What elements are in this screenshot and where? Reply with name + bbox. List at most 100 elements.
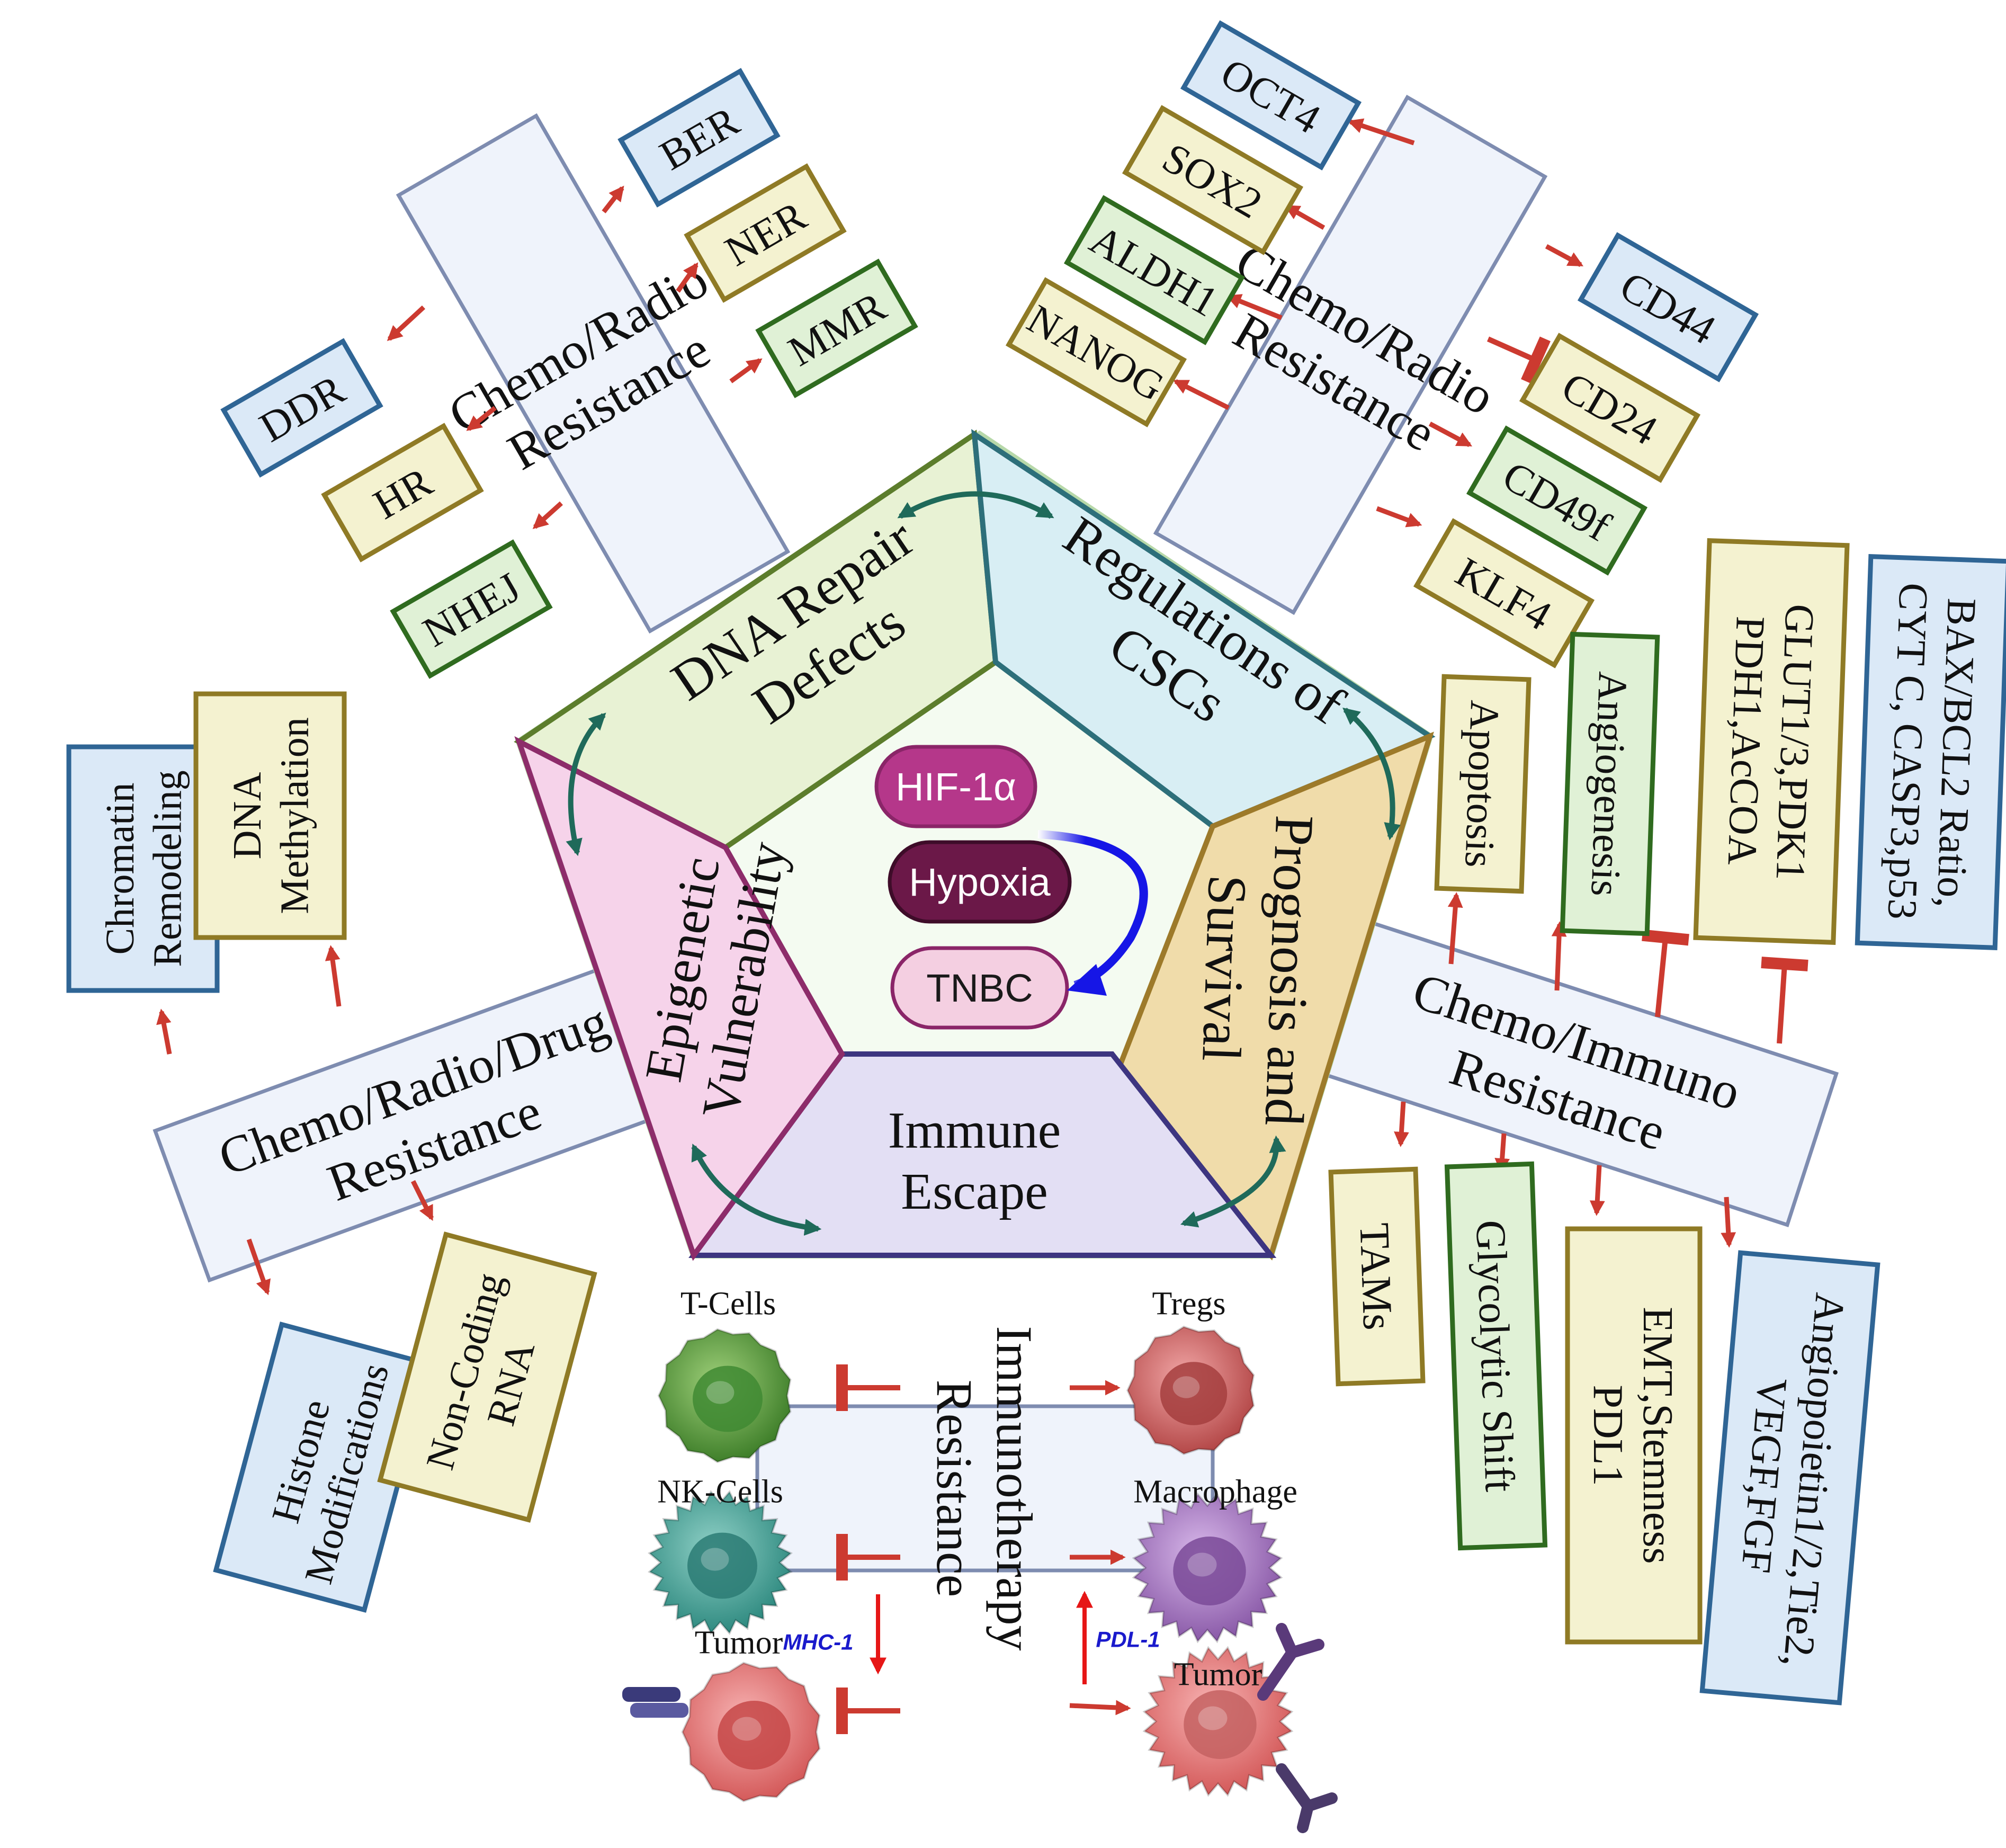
box-glut-text: GLUT1/3,PDK1PDH1,AcCOA xyxy=(1719,602,1823,881)
double-arrow-epi-dna xyxy=(566,712,606,856)
arrow-to-klf4 xyxy=(1376,506,1422,528)
box-mmr-frame xyxy=(755,258,918,398)
branch-csc-resistance: Chemo/RadioResistance xyxy=(1153,94,1548,615)
box-cd24-frame xyxy=(1519,333,1701,483)
label-tumor-right: Tumor xyxy=(1174,1657,1262,1693)
arrow-to-histone xyxy=(246,1238,271,1296)
box-apoptosis-frame xyxy=(1434,674,1532,894)
box-apoptosis-text: Apoptosis xyxy=(1456,699,1508,868)
arrow-to-emt xyxy=(1589,1165,1605,1216)
box-angiopoietin: Angiopoietin1/2,Tie2,VEGF,FGF xyxy=(1699,1250,1880,1706)
box-angiogenesis-text: Angiogenesis xyxy=(1582,671,1636,897)
double-arrow-prognosis-immune xyxy=(1180,1135,1286,1228)
arrow-to-hr xyxy=(466,406,497,431)
pill-tnbc-text: TNBC xyxy=(926,966,1033,1010)
box-methylation-frame xyxy=(193,691,347,940)
double-arrow-epi-immune xyxy=(691,1144,822,1236)
box-mmr: MMR xyxy=(755,258,918,398)
box-cd44: CD44 xyxy=(1577,232,1759,382)
arrow-to-methylation xyxy=(325,945,342,1007)
pill-hypoxia-text: Hypoxia xyxy=(909,860,1051,904)
branch-csc-resistance-frame xyxy=(1153,94,1548,615)
box-tams-frame xyxy=(1328,1166,1426,1387)
pill-hif-text: HIF-1α xyxy=(895,765,1016,809)
label-tumor-left: Tumor xyxy=(695,1625,783,1661)
box-ddr-frame xyxy=(220,338,383,478)
pill-hypoxia: Hypoxia xyxy=(888,840,1072,924)
arrow-to-tams xyxy=(1394,1101,1409,1147)
arrow-to-tumor-right xyxy=(1069,1700,1131,1716)
box-nhej-frame xyxy=(390,539,553,679)
box-ncrna: Non-CodingRNA xyxy=(377,1231,597,1523)
segment-epigenetic xyxy=(514,736,845,1261)
box-bax-frame xyxy=(1855,554,2006,950)
box-ber-frame xyxy=(617,68,781,208)
branch-immuno-resistance: ImmunotherapyResistance xyxy=(755,1326,1215,1651)
box-chromatin-text: ChromatinRemodeling xyxy=(98,770,190,967)
arrow-to-cd49f xyxy=(1428,422,1473,447)
box-methylation: DNAMethylation xyxy=(193,691,347,940)
box-tams: TAMs xyxy=(1328,1166,1426,1387)
box-bax-text: BAX/BCL2 Ratio,CYT C, CASP3,p53 xyxy=(1879,582,1986,922)
label-prognosis-text: Prognosis andSurvival xyxy=(1188,812,1325,1127)
box-angiogenesis: Angiogenesis xyxy=(1560,631,1660,936)
box-methylation-text: DNAMethylation xyxy=(225,717,317,914)
label-tregs: Tregs xyxy=(1152,1286,1226,1322)
arrow-to-nanog xyxy=(1172,379,1230,410)
box-chromatin: ChromatinRemodeling xyxy=(66,744,220,993)
arrow-to-cd44 xyxy=(1545,244,1584,267)
macrophage-icon xyxy=(1132,1492,1283,1644)
branch-dna-resistance-frame xyxy=(396,113,791,634)
box-ner-frame xyxy=(684,163,847,303)
tumor-right-icon xyxy=(1142,1646,1294,1797)
arrow-to-ner xyxy=(676,262,698,293)
inhibit-glut xyxy=(1642,929,1689,1017)
arrow-to-ncrna xyxy=(410,1180,434,1221)
box-glut-frame xyxy=(1693,538,1850,945)
box-hr: HR xyxy=(321,423,484,563)
arrow-to-apoptosis xyxy=(1447,892,1463,965)
box-tams-text: TAMs xyxy=(1350,1222,1401,1331)
branch-immuno-resistance-frame xyxy=(755,1404,1215,1573)
inhibit-bax xyxy=(1761,957,1808,1044)
tumor-left-icon xyxy=(681,1662,821,1802)
arrow-to-aldh1 xyxy=(1225,294,1283,320)
box-glycolytic-frame xyxy=(1444,1161,1548,1551)
label-nk-cells: NK-Cells xyxy=(657,1474,783,1510)
arrow-to-angiopoietin xyxy=(1721,1197,1736,1248)
box-glut: GLUT1/3,PDK1PDH1,AcCOA xyxy=(1693,538,1850,945)
label-t-cells: T-Cells xyxy=(680,1286,776,1322)
hypoxia-flow-arrowhead xyxy=(1067,964,1107,996)
box-ner: NER xyxy=(684,163,847,303)
nk-cell-icon xyxy=(648,1490,793,1635)
box-ber: BER xyxy=(617,68,781,208)
arrow-to-chromatin xyxy=(156,1008,172,1055)
label-macrophage: Macrophage xyxy=(1133,1474,1297,1510)
box-cd49f-frame xyxy=(1466,425,1648,576)
branch-immuno-resistance-text: ImmunotherapyResistance xyxy=(926,1326,1043,1650)
box-angiopoietin-frame xyxy=(1699,1250,1880,1706)
box-glycolytic-text: Glycolytic Shift xyxy=(1467,1219,1523,1493)
arrow-to-nhej xyxy=(532,501,563,529)
inhibit-tumor-left xyxy=(836,1688,900,1734)
box-glycolytic: Glycolytic Shift xyxy=(1444,1161,1548,1551)
double-arrow-dna-cscs xyxy=(897,491,1054,519)
arrow-to-mmr xyxy=(729,358,763,383)
box-cd44-frame xyxy=(1577,232,1759,382)
arrow-to-angiogenesis xyxy=(1551,921,1567,991)
pill-hif: HIF-1α xyxy=(874,745,1037,828)
label-prognosis: Prognosis andSurvival xyxy=(1188,812,1325,1127)
box-nhej: NHEJ xyxy=(390,539,553,679)
pill-tnbc: TNBC xyxy=(890,946,1069,1030)
double-arrow-cscs-prognosis xyxy=(1342,707,1401,841)
arrow-to-ddr xyxy=(387,305,426,341)
arrow-to-oct4 xyxy=(1347,118,1415,146)
box-emt: EMT,StemnessPDL1 xyxy=(1565,1226,1703,1645)
arrow-to-sox2 xyxy=(1284,204,1326,230)
box-apoptosis: Apoptosis xyxy=(1434,674,1532,894)
box-angiogenesis-frame xyxy=(1560,631,1660,936)
